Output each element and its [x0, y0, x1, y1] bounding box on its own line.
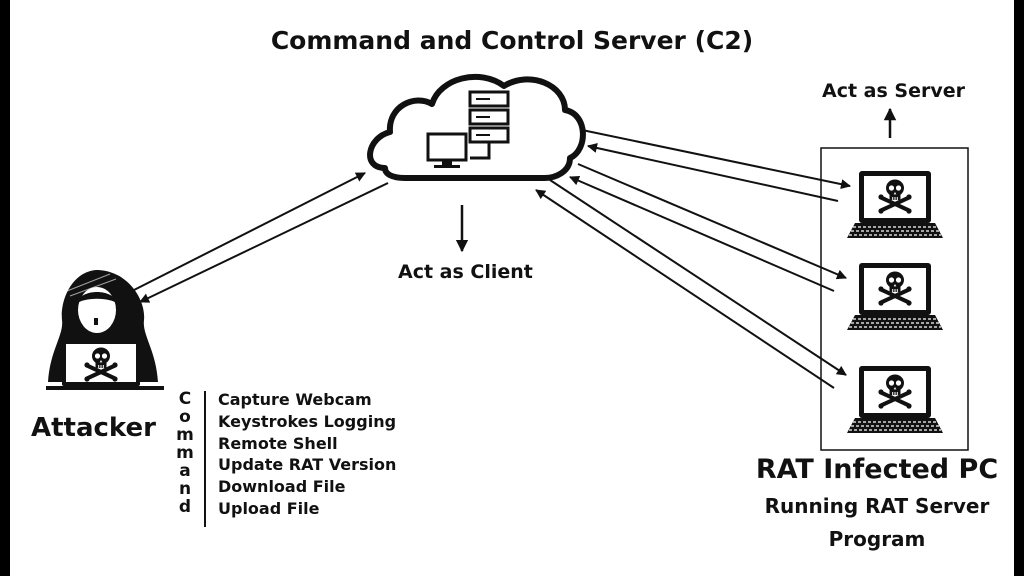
infected-pc-group-box — [820, 147, 969, 451]
laptop-icon — [847, 263, 943, 330]
command-vertical-label: Command — [176, 389, 194, 517]
command-divider — [204, 391, 206, 527]
c2-to-pc3-arrow — [549, 179, 847, 376]
rat-infected-pc-subtitle-line1: Running RAT Server — [764, 494, 990, 518]
command-list: Capture Webcam Keystrokes Logging Remote… — [218, 389, 396, 520]
pc1-to-c2-arrow — [587, 143, 839, 202]
c2-to-pc2-arrow — [577, 163, 847, 280]
attacker-label: Attacker — [31, 413, 156, 443]
diagram-graphics — [46, 74, 969, 451]
hooded-hacker-icon — [46, 270, 164, 390]
command-item: Capture Webcam — [218, 390, 372, 409]
laptop-icon — [847, 366, 943, 433]
command-item: Keystrokes Logging — [218, 411, 397, 431]
rat-infected-pc-subtitle-line2: Program — [828, 527, 926, 551]
rat-infected-pc-title: RAT Infected PC — [755, 454, 999, 485]
diagram-title: Command and Control Server (C2) — [270, 26, 754, 55]
c2-to-pc1-arrow — [581, 129, 851, 190]
command-item: Download File — [218, 477, 346, 497]
c2-to-attacker-arrow — [139, 182, 389, 303]
server-rack-icon — [468, 90, 510, 160]
pc2-to-c2-arrow — [569, 175, 835, 292]
act-as-server-label: Act as Server — [822, 80, 965, 102]
attacker-to-c2-arrow — [133, 172, 366, 291]
command-item: Update RAT Version — [218, 455, 397, 475]
pc3-to-c2-arrow — [535, 189, 835, 389]
command-item: Remote Shell — [218, 433, 338, 453]
computer-icon — [426, 132, 468, 168]
act-as-client-label: Act as Client — [398, 261, 533, 283]
command-item: Upload File — [218, 498, 320, 518]
diagram-canvas: Command and Control Server (C2) Act as S… — [10, 0, 1014, 576]
laptop-icon — [847, 171, 943, 238]
